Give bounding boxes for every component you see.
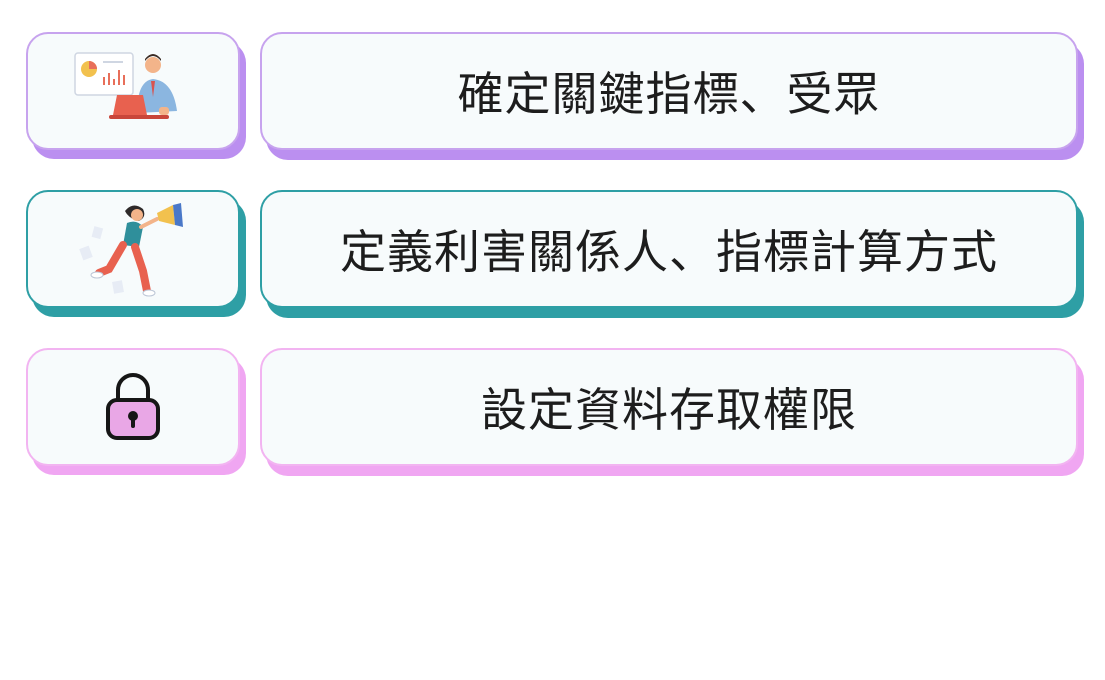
step-label: 設定資料存取權限 [481, 383, 857, 437]
step-icon-card [26, 190, 240, 308]
step-label-card: 確定關鍵指標、受眾 [260, 32, 1078, 150]
step-label-card: 定義利害關係人、指標計算方式 [260, 190, 1078, 308]
step-row-data-access: 設定資料存取權限 [0, 344, 1105, 484]
analyst-with-laptop-icon [74, 52, 177, 119]
step-label: 定義利害關係人、指標計算方式 [340, 225, 998, 279]
step-row-key-metrics: 確定關鍵指標、受眾 [0, 28, 1105, 168]
padlock-icon [106, 373, 160, 440]
step-row-stakeholders: 定義利害關係人、指標計算方式 [0, 186, 1105, 326]
step-label: 確定關鍵指標、受眾 [457, 67, 881, 121]
step-icon-card [26, 348, 240, 466]
person-with-megaphone-icon [79, 203, 183, 297]
step-label-card: 設定資料存取權限 [260, 348, 1078, 466]
step-icon-card [26, 32, 240, 150]
